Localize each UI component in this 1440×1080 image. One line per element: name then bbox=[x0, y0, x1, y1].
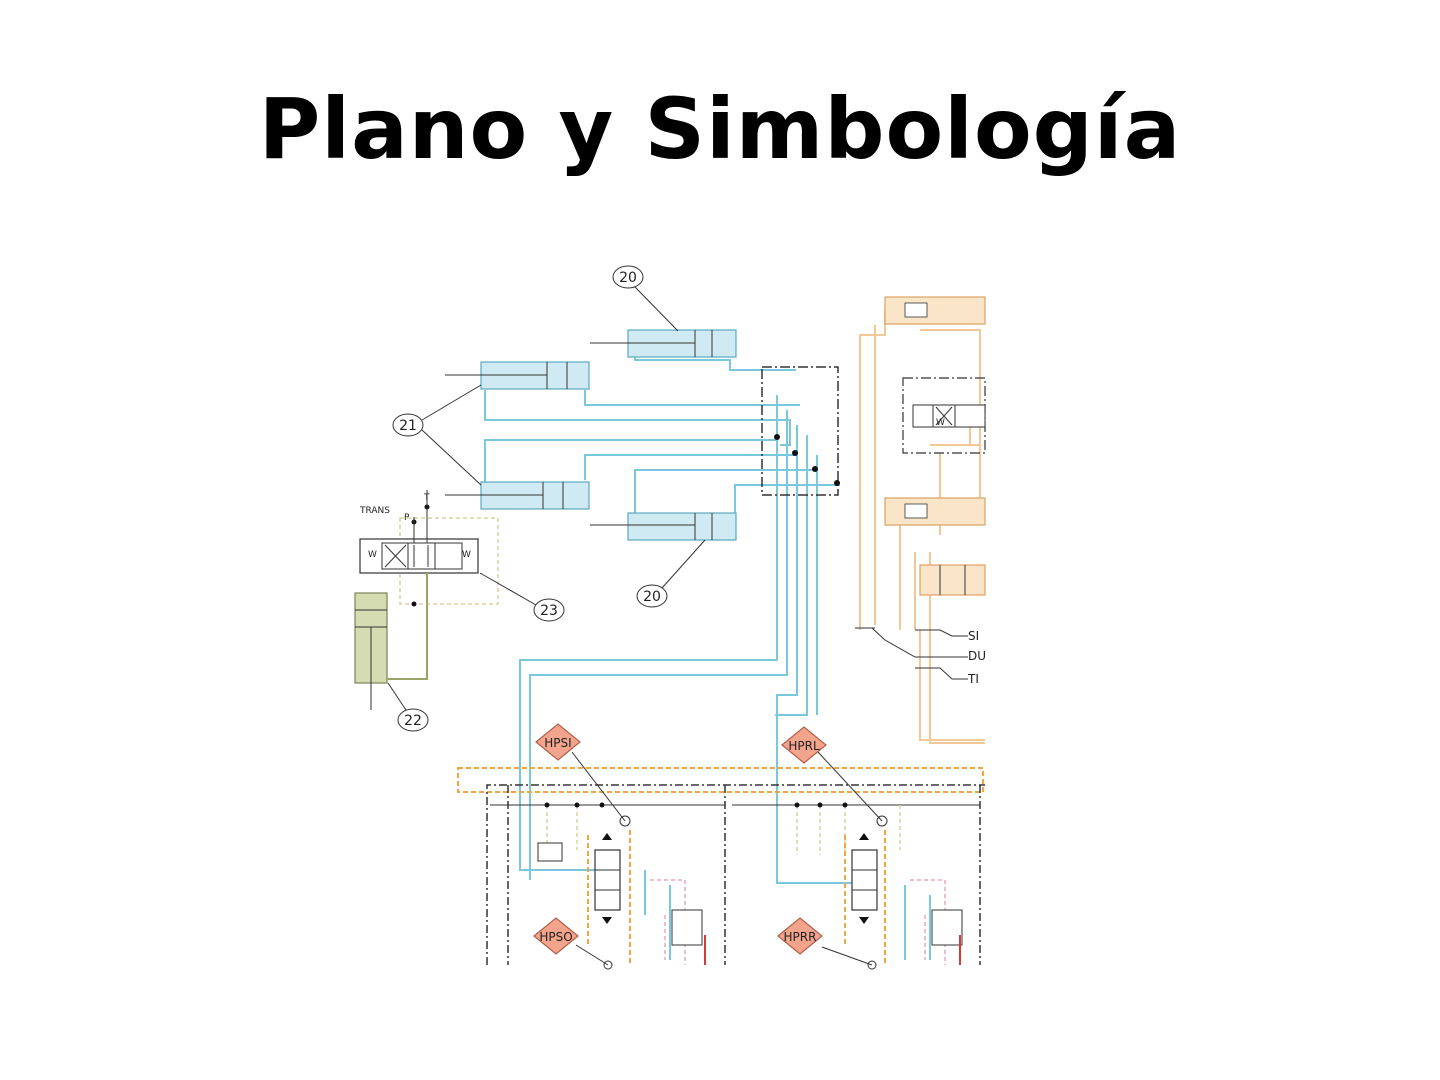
blue-hydraulic-lines bbox=[484, 345, 931, 960]
svg-text:TI: TI bbox=[967, 672, 979, 686]
valve-bank-right bbox=[704, 802, 963, 970]
callout-20-bottom: 20 bbox=[636, 539, 706, 608]
manifold-block bbox=[761, 366, 839, 496]
valve-directional-right: W bbox=[902, 377, 986, 454]
svg-text:20: 20 bbox=[643, 589, 661, 605]
svg-text:W: W bbox=[936, 418, 945, 428]
hydraulic-schematic: 20 21 20 W W TRANS P T 23 bbox=[354, 265, 986, 970]
pilot-line-orange bbox=[457, 767, 984, 793]
tag-hpsi: HPSI bbox=[535, 723, 626, 822]
svg-text:HPRL: HPRL bbox=[788, 739, 820, 753]
svg-text:23: 23 bbox=[540, 603, 558, 619]
valve-block-top-right bbox=[884, 296, 986, 325]
trans-valve-23: W W TRANS P T 23 bbox=[359, 490, 565, 622]
manifold-junctions bbox=[774, 434, 840, 486]
callout-20-top: 20 bbox=[612, 265, 679, 332]
svg-text:T: T bbox=[423, 493, 430, 503]
valve-block-middle-right bbox=[884, 497, 986, 526]
cylinder-21-bottom bbox=[445, 481, 590, 510]
cylinder-22: 22 bbox=[354, 573, 429, 732]
svg-text:W: W bbox=[462, 550, 471, 560]
callout-21: 21 bbox=[392, 384, 482, 486]
svg-text:HPSO: HPSO bbox=[539, 930, 572, 944]
tan-cylinder-right bbox=[919, 564, 986, 596]
svg-text:HPRR: HPRR bbox=[784, 930, 817, 944]
svg-text:TRANS: TRANS bbox=[359, 506, 390, 516]
valve-bank-left bbox=[537, 802, 703, 970]
cylinder-21-top bbox=[445, 361, 590, 390]
svg-text:20: 20 bbox=[619, 270, 637, 286]
cylinder-20-bottom bbox=[590, 512, 737, 541]
svg-text:DU: DU bbox=[968, 649, 986, 663]
tag-hpso: HPSO bbox=[533, 917, 609, 966]
svg-text:SI: SI bbox=[968, 629, 979, 643]
svg-text:P: P bbox=[404, 513, 410, 523]
tag-hprl: HPRL bbox=[781, 726, 883, 822]
svg-text:22: 22 bbox=[404, 713, 422, 729]
svg-text:21: 21 bbox=[399, 418, 417, 434]
svg-text:HPSI: HPSI bbox=[544, 736, 571, 750]
tan-hydraulic-lines bbox=[859, 310, 985, 744]
valve-bank-frame bbox=[486, 784, 985, 965]
slide-title: Plano y Simbología bbox=[258, 80, 1182, 178]
cylinder-20-top bbox=[590, 329, 737, 358]
tag-hprr: HPRR bbox=[777, 917, 873, 966]
switch-labels: SI DU TI bbox=[855, 627, 986, 686]
svg-text:W: W bbox=[368, 550, 377, 560]
